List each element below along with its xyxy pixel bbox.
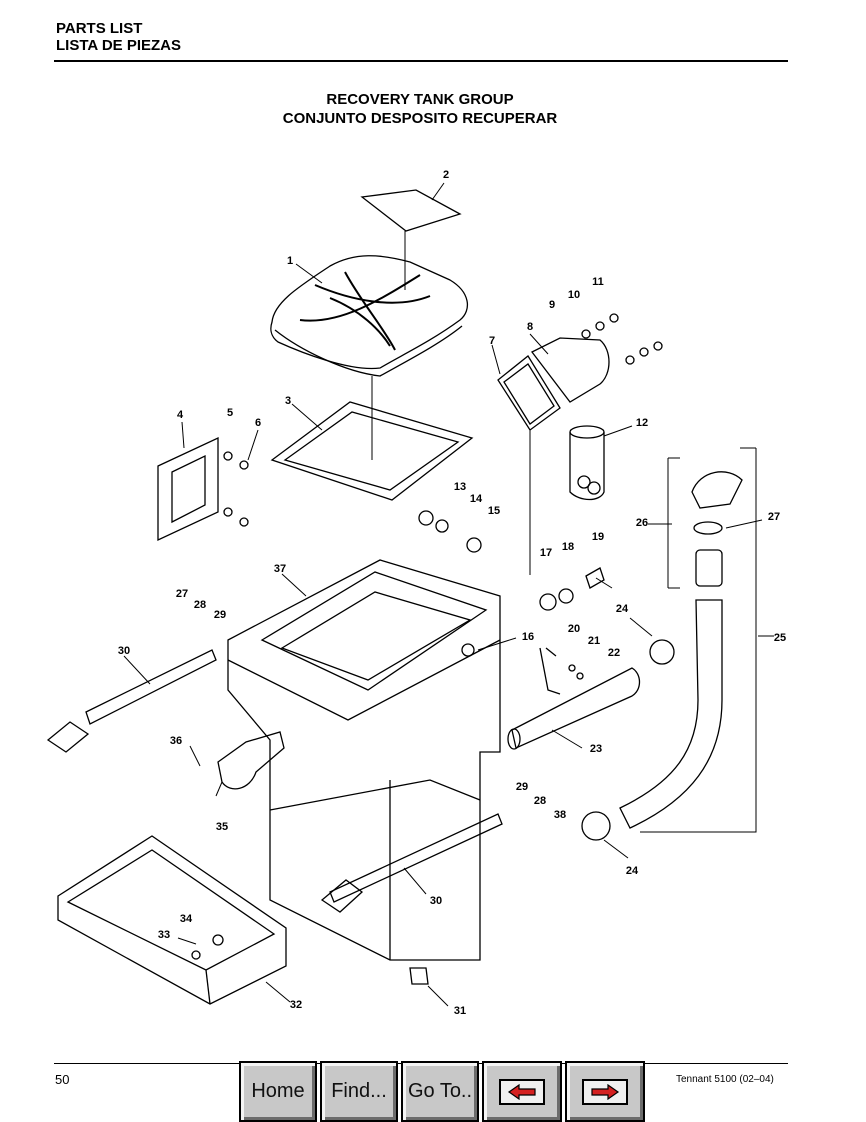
callout-number: 36 (170, 735, 182, 747)
callout-number: 29 (214, 609, 226, 621)
callout-number: 25 (774, 632, 786, 644)
callout-number: 16 (522, 631, 534, 643)
drain-hose (619, 599, 723, 829)
callout-number: 27 (768, 511, 780, 523)
callout-number: 30 (430, 895, 442, 907)
tank-gasket (270, 401, 474, 501)
callout-number: 3 (285, 395, 291, 407)
float-cage (569, 432, 605, 501)
callout-number: 15 (488, 505, 500, 517)
home-button[interactable]: Home (239, 1061, 317, 1122)
drain-cap (691, 471, 743, 509)
previous-page-button[interactable] (482, 1061, 562, 1122)
callout-number: 29 (516, 781, 528, 793)
lid-edge (274, 325, 463, 377)
callout-number: 30 (118, 645, 130, 657)
right-arrow-icon (582, 1078, 628, 1105)
callout-number: 18 (562, 541, 574, 553)
callout-number: 22 (608, 647, 620, 659)
recovery-tank-body (227, 559, 501, 961)
callout-number: 33 (158, 929, 170, 941)
page-number: 50 (55, 1072, 70, 1087)
find-button[interactable]: Find... (320, 1061, 398, 1122)
hose-fitting (217, 731, 285, 790)
tank-strap (85, 649, 217, 725)
callout-number: 34 (180, 913, 193, 925)
callout-number: 14 (470, 493, 483, 505)
header-rule (54, 60, 788, 62)
document-id: Tennant 5100 (02–04) (676, 1074, 774, 1085)
vent-cover (531, 337, 610, 403)
callout-number: 27 (176, 588, 188, 600)
next-page-button[interactable] (565, 1061, 645, 1122)
tank-strap (329, 813, 503, 903)
callout-number: 9 (549, 299, 555, 311)
callout-number: 4 (177, 409, 184, 421)
goto-button[interactable]: Go To.. (401, 1061, 479, 1122)
vent-gasket (497, 355, 561, 431)
callout-number: 10 (568, 289, 580, 301)
header-line-2: LISTA DE PIEZAS (56, 37, 182, 54)
callout-number: 21 (588, 635, 600, 647)
callout-number: 37 (274, 563, 286, 575)
callout-number: 24 (616, 603, 629, 615)
title-line-1: RECOVERY TANK GROUP (326, 91, 514, 108)
callout-number: 19 (592, 531, 604, 543)
callout-number: 8 (527, 321, 533, 333)
callout-number: 26 (636, 517, 648, 529)
callout-number: 24 (626, 865, 639, 877)
callout-number: 23 (590, 743, 602, 755)
drain-pipe (511, 667, 641, 749)
page-header: PARTS LIST LISTA DE PIEZAS (56, 20, 181, 54)
callout-number: 1 (287, 255, 293, 267)
callout-number: 7 (489, 335, 495, 347)
title-line-2: CONJUNTO DESPOSITO RECUPERAR (282, 110, 558, 127)
label-plate (360, 189, 462, 232)
callout-number: 2 (443, 169, 449, 181)
tank-lid (270, 255, 469, 370)
callout-number: 5 (227, 407, 233, 419)
callout-number: 6 (255, 417, 261, 429)
callout-number: 32 (290, 999, 302, 1011)
drain-plug (409, 967, 429, 985)
hose-clamp (649, 639, 675, 665)
diagram-title: RECOVERY TANK GROUP CONJUNTO DESPOSITO R… (0, 90, 840, 128)
header-line-1: PARTS LIST (56, 20, 143, 37)
callout-number: 28 (534, 795, 546, 807)
callout-number: 20 (568, 623, 580, 635)
left-arrow-icon (499, 1078, 545, 1105)
callout-number: 11 (592, 276, 604, 288)
callout-number: 13 (454, 481, 466, 493)
nav-toolbar: Home Find... Go To.. (239, 1061, 645, 1122)
callout-number: 28 (194, 599, 206, 611)
callout-number: 31 (454, 1005, 466, 1017)
callout-number: 12 (636, 417, 648, 429)
debris-tray (57, 835, 287, 1005)
callout-number: 35 (216, 821, 228, 833)
hose-clamp (581, 811, 611, 841)
callout-number: 38 (554, 809, 566, 821)
callout-number: 17 (540, 547, 552, 559)
hinge-bracket (157, 436, 219, 542)
